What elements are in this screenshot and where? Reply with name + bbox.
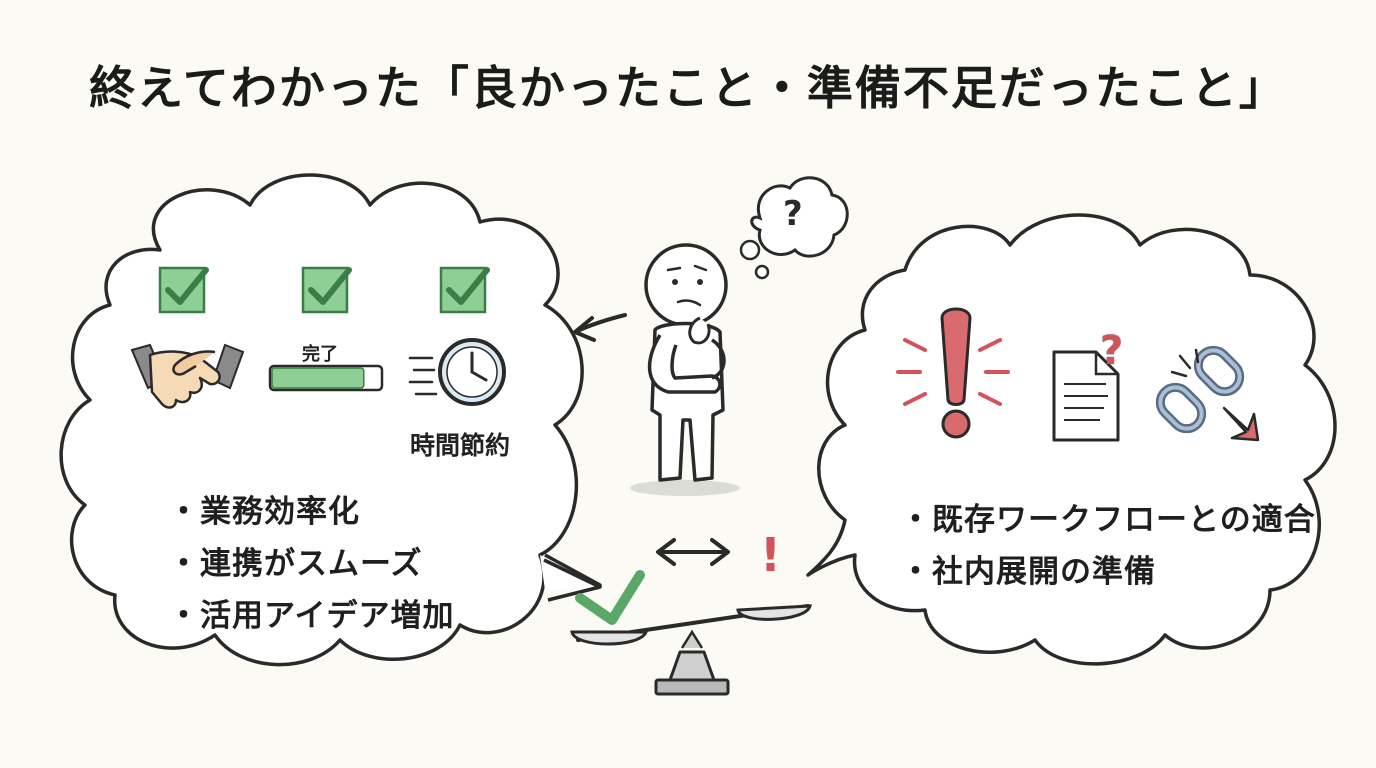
check-icon bbox=[158, 266, 209, 314]
progress-label: 完了 bbox=[302, 344, 338, 365]
page-title: 終えてわかった「良かったこと・準備不足だったこと」 bbox=[89, 61, 1287, 115]
clock-label: 時間節約 bbox=[410, 431, 511, 460]
issue-bullet: ・社内展開の準備 bbox=[900, 554, 1156, 590]
thinking-person bbox=[630, 243, 740, 496]
good-bullet: ・活用アイデア増加 bbox=[168, 598, 455, 634]
progress-bar-icon bbox=[268, 364, 384, 392]
handshake-icon bbox=[130, 343, 245, 409]
balance-scale-icon bbox=[570, 570, 812, 696]
exclamation-icon bbox=[896, 307, 1010, 439]
document-question-mark: ? bbox=[1100, 328, 1124, 374]
clock-icon bbox=[408, 338, 506, 406]
document-question-icon bbox=[1052, 350, 1120, 442]
broken-chain-icon bbox=[1155, 345, 1260, 442]
scale-exclamation-mark: ! bbox=[760, 528, 781, 582]
check-icon bbox=[439, 266, 490, 314]
double-arrow-icon bbox=[656, 538, 730, 566]
good-bullet: ・業務効率化 bbox=[168, 494, 360, 530]
good-bullet: ・連携がスムーズ bbox=[168, 546, 423, 582]
check-icon bbox=[301, 266, 352, 314]
issue-bullet: ・既存ワークフローとの適合 bbox=[900, 502, 1316, 538]
thought-question-mark: ? bbox=[783, 194, 803, 234]
thought-bubble bbox=[739, 176, 849, 280]
arrow-left-icon bbox=[573, 313, 627, 342]
